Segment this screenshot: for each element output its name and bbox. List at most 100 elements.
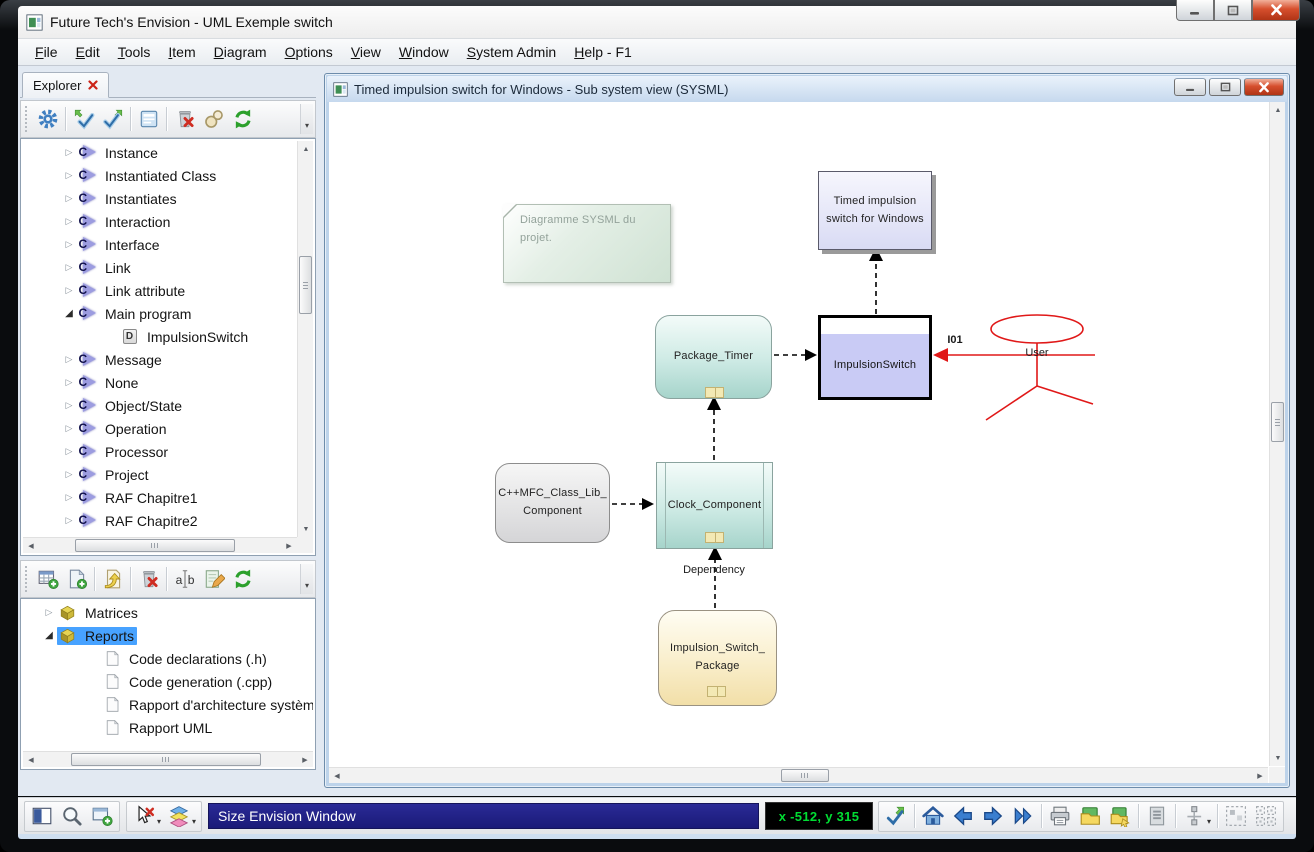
diagram-maximize-button[interactable]: [1209, 78, 1241, 96]
check-in-button[interactable]: [69, 105, 98, 134]
gear-button[interactable]: [33, 105, 62, 134]
tree-item-rapport-uml[interactable]: Rapport UML: [23, 716, 313, 739]
node-package-timer[interactable]: Package_Timer: [655, 315, 772, 399]
delete-button[interactable]: [134, 565, 163, 594]
node-impulsion-switch[interactable]: ImpulsionSwitch: [818, 315, 932, 400]
diagram-minimize-button[interactable]: [1174, 78, 1206, 96]
expand-collapsed-icon[interactable]: ▷: [65, 400, 73, 410]
title-bar[interactable]: Future Tech's Envision - UML Exemple swi…: [18, 6, 1296, 38]
folder-new-button[interactable]: [1075, 802, 1105, 830]
layers-dropdown-icon[interactable]: ▾: [192, 816, 197, 826]
scroll-down-icon[interactable]: ▼: [1274, 754, 1282, 762]
align-button[interactable]: [1179, 802, 1209, 830]
reports-horizontal-scrollbar[interactable]: ◀ ▶: [23, 751, 313, 767]
menu-window[interactable]: Window: [398, 44, 449, 60]
expand-collapsed-icon[interactable]: ▷: [65, 285, 73, 295]
toolbar-overflow-button[interactable]: ▾: [300, 104, 313, 134]
zoom-button[interactable]: [57, 802, 87, 830]
node-timed-switch[interactable]: Timed impulsion switch for Windows: [818, 171, 932, 250]
interface-link-label[interactable]: I01: [947, 334, 963, 346]
refresh-button[interactable]: [228, 565, 257, 594]
scroll-up-icon[interactable]: ▲: [1274, 106, 1282, 114]
expand-collapsed-icon[interactable]: ▷: [65, 515, 73, 525]
table-add-button[interactable]: [33, 565, 62, 594]
menu-help-f1[interactable]: Help - F1: [574, 44, 632, 60]
tab-explorer[interactable]: Explorer: [22, 72, 110, 98]
port-marker[interactable]: [707, 686, 726, 697]
tree-item-matrices[interactable]: ▷Matrices: [23, 601, 313, 624]
expand-collapsed-icon[interactable]: ▷: [65, 170, 73, 180]
scroll-up-icon[interactable]: ▲: [302, 145, 310, 153]
tree-item-rapport-d-architecture-syst-m[interactable]: Rapport d'architecture systèm: [23, 693, 313, 716]
scroll-left-icon[interactable]: ◀: [28, 543, 34, 550]
diagram-note[interactable]: Diagramme SYSML du projet.: [503, 204, 671, 283]
delete-button[interactable]: [170, 105, 199, 134]
grid-multi-button[interactable]: [1251, 802, 1281, 830]
menu-edit[interactable]: Edit: [75, 44, 100, 60]
print-button[interactable]: [1045, 802, 1075, 830]
maximize-button[interactable]: [1214, 0, 1252, 21]
expand-collapsed-icon[interactable]: ▷: [65, 492, 73, 502]
cursor-delete-dropdown-icon[interactable]: ▾: [157, 816, 162, 826]
expand-expanded-icon[interactable]: ◢: [65, 308, 73, 319]
align-dropdown-icon[interactable]: ▾: [1206, 816, 1211, 826]
dependency-label[interactable]: Dependency: [683, 564, 745, 576]
expand-collapsed-icon[interactable]: ▷: [65, 193, 73, 203]
toolbar-overflow-button[interactable]: ▾: [300, 564, 313, 594]
menu-options[interactable]: Options: [284, 44, 333, 60]
menu-view[interactable]: View: [350, 44, 381, 60]
scroll-right-icon[interactable]: ▶: [1257, 773, 1263, 780]
port-marker[interactable]: [705, 532, 724, 543]
layers-button[interactable]: [164, 802, 194, 830]
toolbar-grip[interactable]: [25, 106, 30, 132]
refresh-button[interactable]: [228, 105, 257, 134]
expand-collapsed-icon[interactable]: ▷: [65, 354, 73, 364]
minimize-button[interactable]: [1176, 0, 1214, 21]
port-marker[interactable]: [705, 387, 724, 398]
nav-forward-button[interactable]: [978, 802, 1008, 830]
actor-label[interactable]: User: [1025, 347, 1049, 359]
window-add-button[interactable]: [87, 802, 117, 830]
folder-link-button[interactable]: [1105, 802, 1135, 830]
tab-close-icon[interactable]: [88, 80, 99, 90]
canvas-horizontal-scrollbar[interactable]: ◀ ▶: [329, 767, 1268, 783]
grid-single-button[interactable]: [1221, 802, 1251, 830]
menu-tools[interactable]: Tools: [117, 44, 151, 60]
tree-item-code-declarations-h-[interactable]: Code declarations (.h): [23, 647, 313, 670]
scroll-thumb[interactable]: [71, 753, 261, 766]
tree-item-reports[interactable]: ◢Reports: [23, 624, 313, 647]
check-out-button[interactable]: [98, 105, 127, 134]
tree-item-code-generation-cpp-[interactable]: Code generation (.cpp): [23, 670, 313, 693]
expand-collapsed-icon[interactable]: ▷: [65, 147, 73, 157]
close-button[interactable]: [1252, 0, 1300, 21]
doc-export-button[interactable]: [98, 565, 127, 594]
menu-file[interactable]: File: [35, 44, 58, 60]
expand-collapsed-icon[interactable]: ▷: [45, 607, 53, 617]
explorer-horizontal-scrollbar[interactable]: ◀ ▶: [23, 537, 297, 553]
scroll-thumb[interactable]: [1271, 402, 1284, 442]
resize-grip[interactable]: [1269, 767, 1285, 783]
diagram-close-button[interactable]: [1244, 78, 1284, 96]
scroll-thumb[interactable]: [75, 539, 235, 552]
node-cpp-mfc-lib[interactable]: C++MFC_Class_Lib_ Component: [495, 463, 610, 543]
home-button[interactable]: [918, 802, 948, 830]
expand-expanded-icon[interactable]: ◢: [45, 630, 53, 641]
menu-system-admin[interactable]: System Admin: [466, 44, 557, 60]
links-button[interactable]: [199, 105, 228, 134]
cursor-delete-button[interactable]: [129, 802, 159, 830]
expand-collapsed-icon[interactable]: ▷: [65, 446, 73, 456]
panel-toggle-button[interactable]: [27, 802, 57, 830]
expand-collapsed-icon[interactable]: ▷: [65, 423, 73, 433]
scroll-right-icon[interactable]: ▶: [302, 757, 308, 764]
